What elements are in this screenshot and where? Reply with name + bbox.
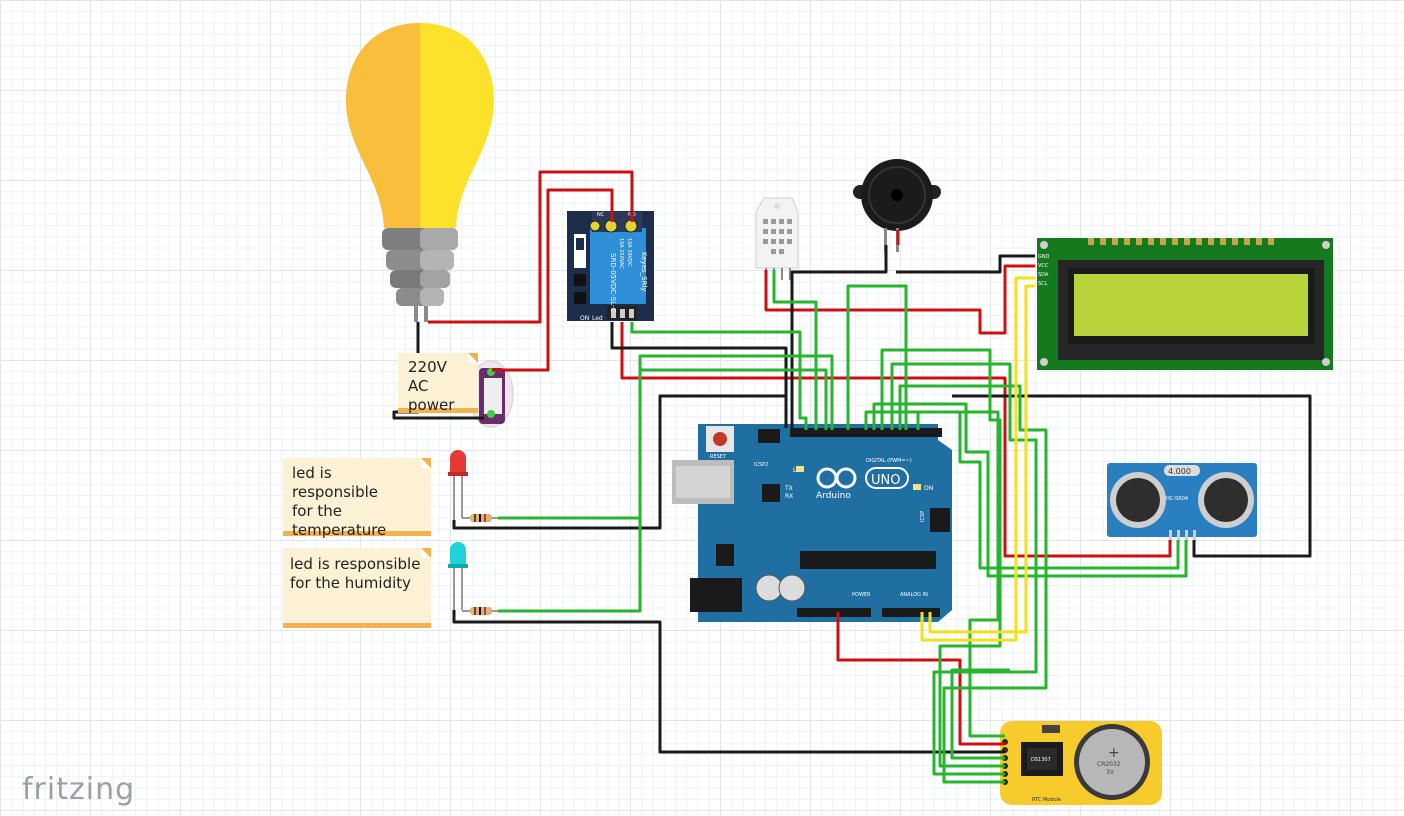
arduino-icsp-label: ICSP (920, 511, 926, 522)
wire-black-relay-gnd (610, 322, 788, 428)
dht-grille (763, 219, 792, 254)
arduino-reset-label: RESET (710, 454, 727, 460)
wires (392, 170, 1312, 784)
wire-black-lcd-gnd (896, 254, 1035, 274)
lcd-pin-sda: SDA (1038, 272, 1049, 278)
rtc-chip-label: DS1307 (1031, 757, 1051, 763)
rtc-battery-label: CR2032 (1097, 761, 1121, 768)
wire-green-rtc-extra (916, 410, 1005, 738)
arduino-model: UNO (871, 473, 900, 488)
wire-green-echo (872, 402, 1188, 578)
note-humidity-led-text: led is responsible for the humidity (290, 555, 421, 592)
wire-black-buzzer-gnd (790, 245, 888, 428)
wire-black-ultra-gnd (952, 394, 1312, 558)
buzzer[interactable] (853, 159, 941, 252)
relay-led-label: Led (592, 315, 603, 322)
relay-brand-label: Keyes_SRly (640, 252, 648, 292)
arduino-led-rx: RX (785, 493, 793, 500)
wire-green-led-cyan (498, 354, 834, 613)
led-red[interactable] (448, 450, 468, 520)
fritzing-logo: fritzing (22, 772, 136, 807)
resistor-temperature[interactable] (462, 514, 498, 522)
relay-module[interactable]: NC NO ON Led SRD-05VDC-SL-C Keyes_SRly 1… (567, 211, 654, 322)
arduino-digital-label: DIGITAL (PWM=~) (866, 458, 912, 464)
note-ac-power: 220V AC power (398, 353, 478, 414)
arduino-uno-board[interactable]: Arduino UNO RESET ICSP2 ICSP DIGITAL (PW… (672, 424, 952, 622)
relay-nc-label: NC (597, 212, 605, 218)
note-humidity-led: led is responsible for the humidity (283, 548, 431, 628)
rtc-module[interactable]: + CR2032 3V DS1307 RTC Module (1000, 721, 1162, 805)
ac-power-terminal[interactable] (468, 360, 514, 428)
lcd-pin-scl: SCL (1038, 281, 1048, 287)
ultrasonic-sensor[interactable]: 4.000 HC-SR04 (1107, 463, 1257, 542)
wire-red-bulb-relay (428, 170, 634, 324)
note-ac-power-text: 220V AC power (408, 358, 455, 414)
relay-model-label: SRD-05VDC-SL-C (609, 253, 617, 312)
arduino-brand: Arduino (816, 491, 851, 501)
relay-rating2: 10A 30VDC (626, 238, 632, 267)
ultrasonic-model: HC-SR04 (1166, 496, 1188, 502)
arduino-led-l: L (793, 467, 797, 474)
wire-black-led-cyan-gnd (452, 610, 1005, 754)
wire-yellow-sda (920, 276, 1035, 642)
arduino-icsp2-label: ICSP2 (754, 462, 768, 468)
relay-rating1: 10A 250VAC (618, 238, 624, 269)
wire-red-relay-5v (620, 322, 1172, 558)
note-temperature-led: led is responsible for the temperature (283, 458, 431, 539)
dht-sensor[interactable] (755, 197, 799, 280)
wire-black-led-red-gnd (452, 394, 786, 530)
led-cyan[interactable] (448, 542, 468, 610)
wire-green-buzzer-signal (846, 284, 908, 430)
wire-green-dht-data (772, 270, 818, 430)
ultrasonic-crystal: 4.000 (1168, 467, 1191, 476)
wire-yellow-scl (928, 284, 1035, 634)
wire-red-dht-vcc (764, 264, 1035, 335)
note-temperature-led-text: led is responsible for the temperature (292, 464, 387, 539)
arduino-led-tx: TX (784, 485, 793, 492)
lcd-pin-gnd: GND (1038, 254, 1050, 260)
wire-red-5v-rtc (836, 612, 1005, 746)
lcd-display[interactable]: GND VCC SDA SCL (1037, 238, 1333, 370)
svg-text:+: + (1108, 745, 1120, 761)
light-bulb[interactable] (346, 23, 494, 322)
arduino-power-label: POWER (852, 592, 871, 598)
wire-green-d4 (890, 362, 1038, 776)
wire-green-d3 (898, 384, 1048, 784)
arduino-logo (816, 467, 909, 489)
arduino-on-label: ON (924, 485, 933, 492)
rtc-module-label: RTC Module (1032, 797, 1061, 803)
lcd-header-pins (1088, 238, 1274, 245)
rtc-voltage-label: 3V (1106, 769, 1115, 776)
resistor-humidity[interactable] (462, 607, 498, 615)
wire-green-relay-signal (630, 322, 808, 430)
relay-on-label: ON (580, 315, 589, 322)
lcd-pin-vcc: VCC (1038, 263, 1049, 269)
wire-red-relay-ac (492, 188, 614, 372)
wire-green-rtc-extra2 (950, 668, 1010, 760)
wire-green-d5 (880, 348, 1005, 768)
arduino-analog-label: ANALOG IN (900, 592, 928, 598)
